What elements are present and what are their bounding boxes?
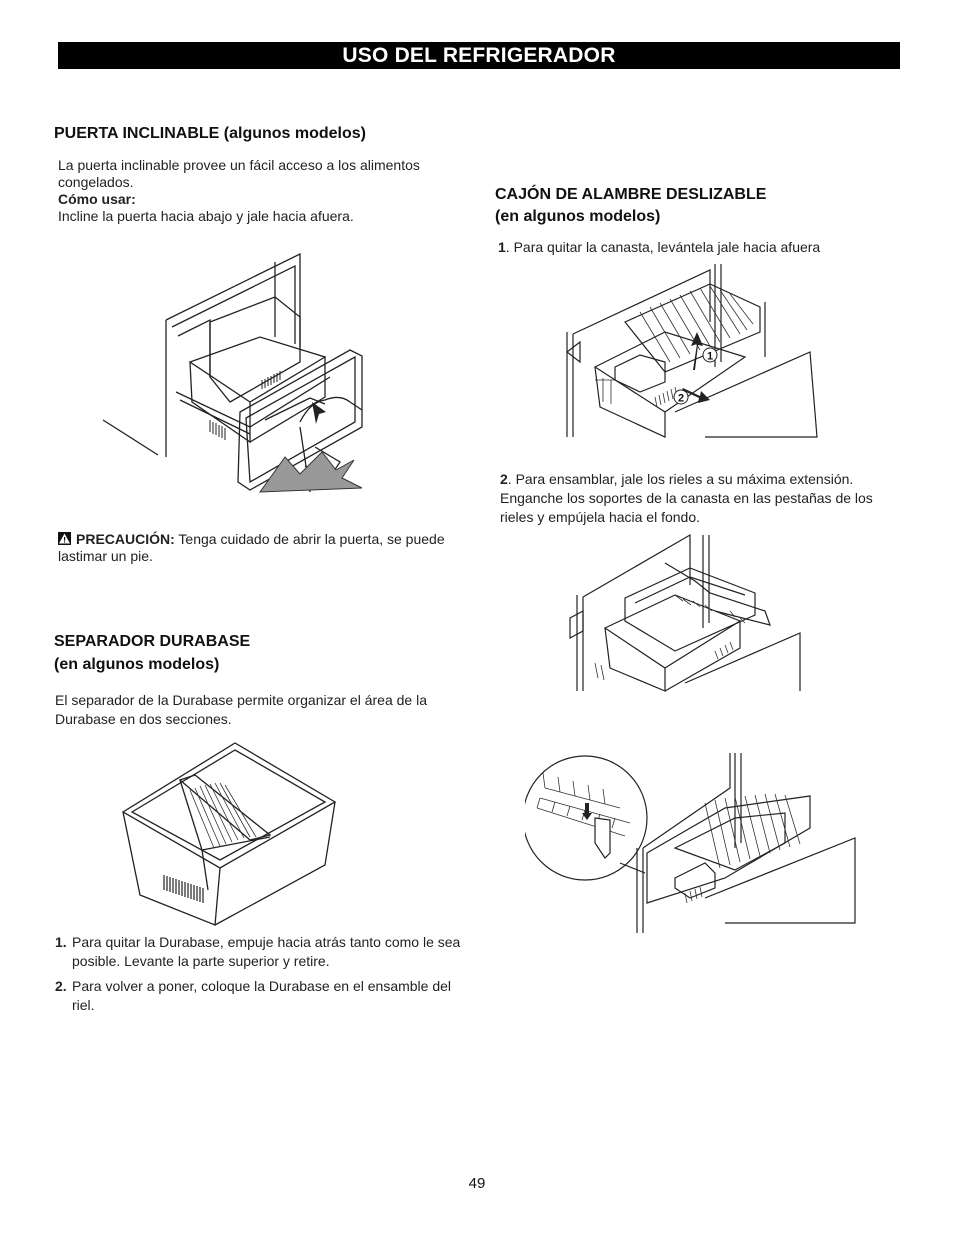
- caution-text: Tenga cuidado de abrir la puerta, se pue…: [58, 531, 445, 564]
- wire-drawer-step-2: 2. Para ensamblar, jale los rieles a su …: [500, 471, 873, 525]
- rails-extended-illustration: [565, 533, 810, 693]
- wire-drawer-heading-line2: (en algunos modelos): [495, 208, 661, 225]
- durabase-basket-illustration: [120, 740, 338, 930]
- durabase-step-1: 1.Para quitar la Durabase, empuje hacia …: [55, 934, 461, 969]
- door-how-text: Incline la puerta hacia abajo y jale hac…: [58, 208, 354, 224]
- callout-1: 1: [707, 351, 713, 363]
- door-heading: PUERTA INCLINABLE (algunos modelos): [54, 125, 366, 142]
- durabase-intro: El separador de la Durabase permite orga…: [55, 692, 427, 727]
- door-how-label: Cómo usar:: [58, 191, 136, 207]
- door-intro: La puerta inclinable provee un fácil acc…: [58, 157, 420, 190]
- tilt-door-illustration: [100, 252, 370, 497]
- basket-hook-detail-illustration: [525, 748, 860, 933]
- wire-basket-remove-illustration: 1 2: [555, 262, 820, 442]
- durabase-heading-line2: (en algunos modelos): [54, 656, 220, 673]
- callout-2: 2: [678, 393, 684, 405]
- page-title-banner: USO DEL REFRIGERADOR: [58, 42, 900, 69]
- durabase-heading-line1: SEPARADOR DURABASE: [54, 633, 251, 650]
- page-number: 49: [468, 1175, 486, 1192]
- wire-drawer-heading-line1: CAJÓN DE ALAMBRE DESLIZABLE: [495, 186, 767, 203]
- door-caution: PRECAUCIÓN: Tenga cuidado de abrir la pu…: [58, 531, 458, 565]
- durabase-step-2: 2.Para volver a poner, coloque la Duraba…: [55, 978, 452, 1013]
- warning-icon: [58, 532, 71, 545]
- caution-label: PRECAUCIÓN:: [76, 531, 175, 547]
- wire-drawer-step-1: 1. Para quitar la canasta, levántela jal…: [498, 239, 821, 255]
